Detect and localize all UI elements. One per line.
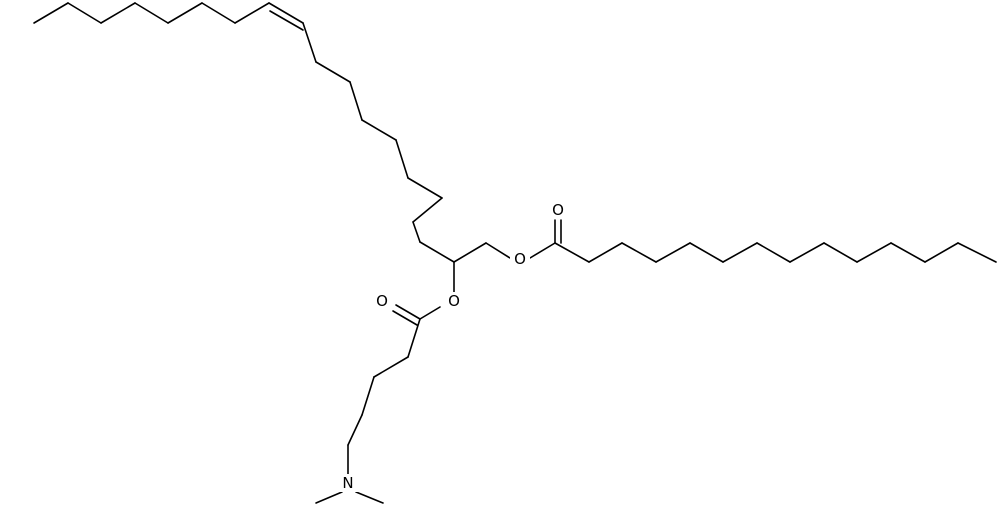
backbone [453, 242, 511, 293]
bond [234, 2, 270, 24]
bond [756, 242, 791, 263]
ester-right [529, 219, 590, 263]
bond [407, 177, 443, 199]
bond [823, 242, 858, 263]
bond [302, 22, 317, 63]
double-bond-inner-line [269, 10, 304, 31]
n-methyl-bond-left [315, 491, 343, 504]
bond [890, 242, 926, 263]
alkyl-chain-descending [315, 61, 455, 263]
alkyl-chain-right [588, 242, 997, 263]
bond [407, 318, 421, 358]
ester-oxygen-lower: O [448, 292, 460, 310]
label-background [444, 292, 464, 310]
atom-labels: O O O O N [338, 201, 568, 492]
bond [373, 356, 409, 378]
nitrogen-dimethylamino: N [342, 474, 353, 492]
cis-double-bond [269, 10, 317, 63]
carbonyl-bond-b [392, 310, 418, 326]
label-background [338, 474, 358, 492]
bond [453, 242, 487, 263]
carbonyl-oxygen-lower: O [376, 292, 388, 310]
bond [957, 242, 997, 263]
bond [167, 2, 203, 24]
bond [655, 242, 691, 263]
label-background [510, 250, 530, 268]
bond [789, 242, 825, 263]
bond [134, 2, 169, 24]
ester-lower [315, 304, 441, 504]
bond [361, 376, 375, 416]
ester-oxygen-right: O [514, 250, 526, 268]
carbonyl-oxygen-right: O [552, 201, 564, 219]
bond [412, 197, 443, 223]
bond [100, 2, 136, 24]
bond [419, 306, 441, 320]
bond [268, 2, 304, 24]
bond [529, 242, 556, 259]
bond [621, 242, 657, 263]
bond [722, 242, 758, 263]
label-background [548, 201, 568, 219]
bond [395, 139, 409, 179]
bond [412, 221, 421, 243]
label-background [372, 292, 392, 310]
bond [201, 2, 236, 24]
bond [419, 241, 455, 263]
carbonyl-bond-a [395, 304, 421, 320]
bond [361, 119, 397, 141]
bond [924, 242, 959, 263]
n-methyl-bond-right [355, 491, 384, 504]
bond [689, 242, 724, 263]
bond [554, 242, 590, 263]
bond [347, 414, 363, 446]
bond [315, 61, 351, 83]
bond [856, 242, 892, 263]
bond [588, 242, 623, 263]
alkyl-chain-upper-left [33, 2, 304, 24]
bond [67, 2, 102, 24]
bond [485, 242, 511, 259]
bond [33, 2, 69, 24]
bond [349, 81, 363, 121]
